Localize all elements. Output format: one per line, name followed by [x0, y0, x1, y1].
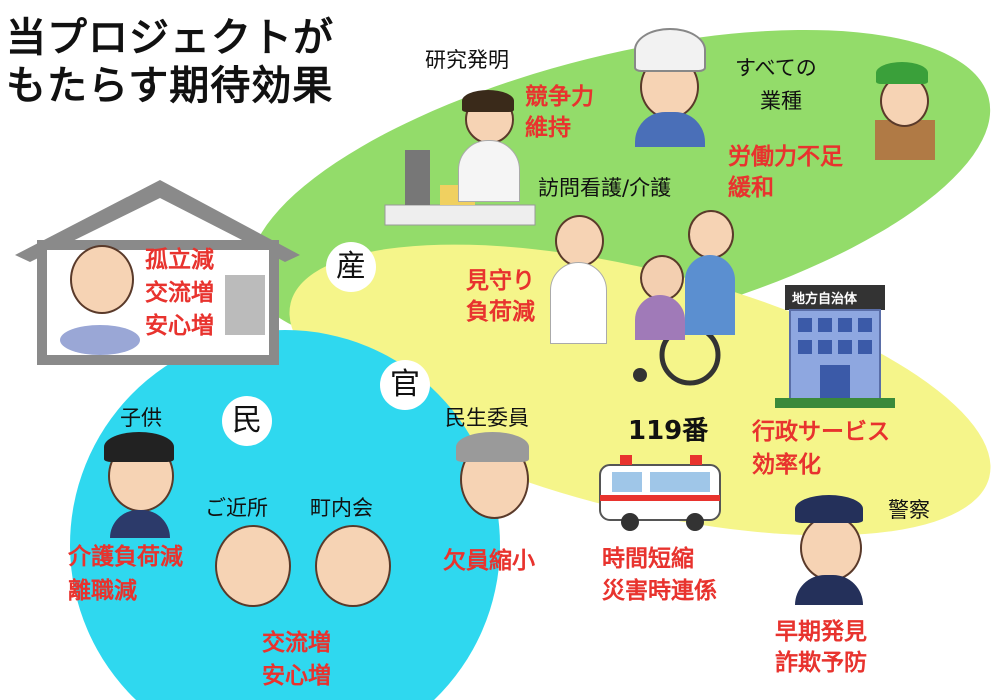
- neighbor-face: [215, 525, 291, 607]
- children-effect-1: 介護負荷減: [68, 544, 183, 570]
- title-line-1: 当プロジェクトが: [6, 15, 334, 61]
- neighbors-label-2: 町内会: [310, 496, 373, 520]
- labor-effect-1: 労働力不足: [728, 144, 843, 170]
- child-hair: [104, 432, 174, 462]
- municipality-building: [775, 285, 895, 408]
- household-effect-1: 孤立減: [145, 247, 214, 273]
- government-region: [289, 244, 991, 536]
- neighbors-label-1: ご近所: [205, 496, 268, 520]
- helmet-icon: [634, 28, 706, 72]
- commissioner-hair: [456, 432, 529, 462]
- neighbors-effect-1: 交流増: [262, 630, 331, 656]
- nurse-body: [550, 262, 607, 344]
- research-effect-1: 競争力: [525, 84, 594, 110]
- emergency-effect-2: 災害時連係: [602, 578, 717, 604]
- police-effect-2: 詐欺予防: [775, 650, 867, 676]
- police-face: [800, 515, 862, 581]
- caregiver-face: [688, 210, 734, 259]
- children-label: 子供: [120, 406, 162, 430]
- researcher-hair: [462, 90, 514, 112]
- emergency-effect-1: 時間短縮: [602, 546, 694, 572]
- sector-industry-badge: 産: [326, 242, 376, 292]
- household-effect-2: 交流増: [145, 280, 214, 306]
- municipality-effect-2: 効率化: [752, 452, 821, 478]
- research-effect-2: 維持: [525, 115, 571, 141]
- care-effect-1: 見守り: [466, 268, 535, 294]
- all-industries-label-2: 業種: [760, 89, 802, 113]
- sector-government-badge: 官: [380, 360, 430, 410]
- community-face: [315, 525, 391, 607]
- elderly-woman-body: [635, 295, 685, 340]
- research-label: 研究発明: [425, 48, 509, 72]
- care-label: 訪問看護/介護: [538, 176, 672, 200]
- title-line-2: もたらす期待効果: [6, 63, 334, 109]
- sector-citizens-badge: 民: [222, 396, 272, 446]
- ambulance-illustration: [599, 455, 721, 531]
- elderly-woman-face: [640, 255, 684, 301]
- worker-body: [635, 112, 705, 147]
- commissioner-effect-1: 欠員縮小: [443, 548, 535, 574]
- page-title: 当プロジェクトが もたらす期待効果: [6, 14, 334, 110]
- all-industries-label-1: すべての: [735, 56, 817, 80]
- researcher-body: [458, 140, 520, 202]
- citizens-region: [70, 330, 500, 700]
- grandpa-face: [70, 245, 134, 314]
- neighbors-effect-2: 安心増: [262, 663, 331, 689]
- nurse-face: [555, 215, 604, 267]
- household-effect-3: 安心増: [145, 313, 214, 339]
- emergency-label: 119番: [628, 416, 709, 446]
- labor-effect-2: 緩和: [728, 175, 774, 201]
- children-effect-2: 離職減: [68, 578, 137, 604]
- care-effect-2: 負荷減: [466, 299, 535, 325]
- police-cap-icon: [795, 495, 863, 523]
- cap-icon: [876, 62, 928, 84]
- municipality-effect-1: 行政サービス: [752, 419, 890, 445]
- police-label: 警察: [888, 498, 930, 522]
- commissioner-label: 民生委員: [445, 406, 529, 430]
- municipality-sign: 地方自治体: [792, 292, 858, 307]
- police-effect-1: 早期発見: [775, 619, 867, 645]
- caregiver-body: [685, 255, 735, 335]
